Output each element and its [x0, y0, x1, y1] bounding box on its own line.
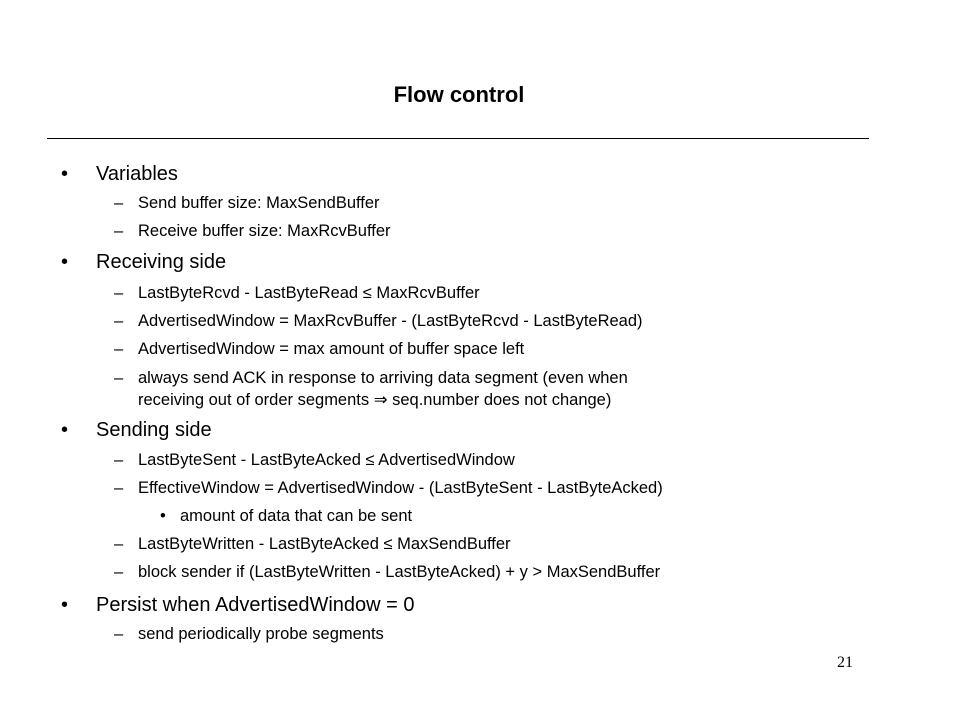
sub-bullet-item: Send buffer size: MaxSendBuffer — [138, 194, 380, 212]
sub-sub-bullet-item: amount of data that can be sent — [180, 507, 413, 525]
bullet-item: Receiving side — [96, 251, 227, 273]
bullet-item: Persist when AdvertisedWindow = 0 — [96, 594, 415, 616]
dash-marker: – — [114, 222, 124, 240]
sub-bullet-item: LastByteRcvd - LastByteRead ≤ MaxRcvBuff… — [138, 284, 480, 302]
sub-bullet-item: AdvertisedWindow = MaxRcvBuffer - (LastB… — [138, 312, 643, 330]
slide-title: Flow control — [393, 82, 525, 107]
dash-marker: – — [114, 312, 124, 330]
sub-bullet-item: block sender if (LastByteWritten - LastB… — [138, 563, 661, 581]
bullet-item: Sending side — [96, 419, 212, 441]
dash-marker: – — [114, 284, 124, 302]
bullet-marker: • — [160, 507, 166, 525]
bullet-item: Variables — [96, 163, 178, 185]
sub-bullet-item: EffectiveWindow = AdvertisedWindow - (La… — [138, 479, 663, 497]
bullet-marker: • — [61, 163, 69, 185]
bullet-marker: • — [61, 419, 69, 441]
title-divider — [47, 138, 869, 139]
dash-marker: – — [114, 625, 124, 643]
dash-marker: – — [114, 369, 124, 387]
dash-marker: – — [114, 479, 124, 497]
sub-bullet-item: send periodically probe segments — [138, 625, 384, 643]
dash-marker: – — [114, 194, 124, 212]
sub-bullet-item: LastByteSent - LastByteAcked ≤ Advertise… — [138, 451, 515, 469]
sub-bullet-continuation: receiving out of order segments ⇒ seq.nu… — [138, 391, 612, 409]
sub-bullet-item: Receive buffer size: MaxRcvBuffer — [138, 222, 391, 240]
dash-marker: – — [114, 535, 124, 553]
page-number: 21 — [837, 654, 853, 671]
dash-marker: – — [114, 340, 124, 358]
dash-marker: – — [114, 563, 124, 581]
sub-bullet-item: AdvertisedWindow = max amount of buffer … — [138, 340, 525, 358]
dash-marker: – — [114, 451, 124, 469]
sub-bullet-item: LastByteWritten - LastByteAcked ≤ MaxSen… — [138, 535, 511, 553]
bullet-marker: • — [61, 251, 69, 273]
bullet-marker: • — [61, 594, 69, 616]
sub-bullet-item: always send ACK in response to arriving … — [138, 369, 628, 387]
